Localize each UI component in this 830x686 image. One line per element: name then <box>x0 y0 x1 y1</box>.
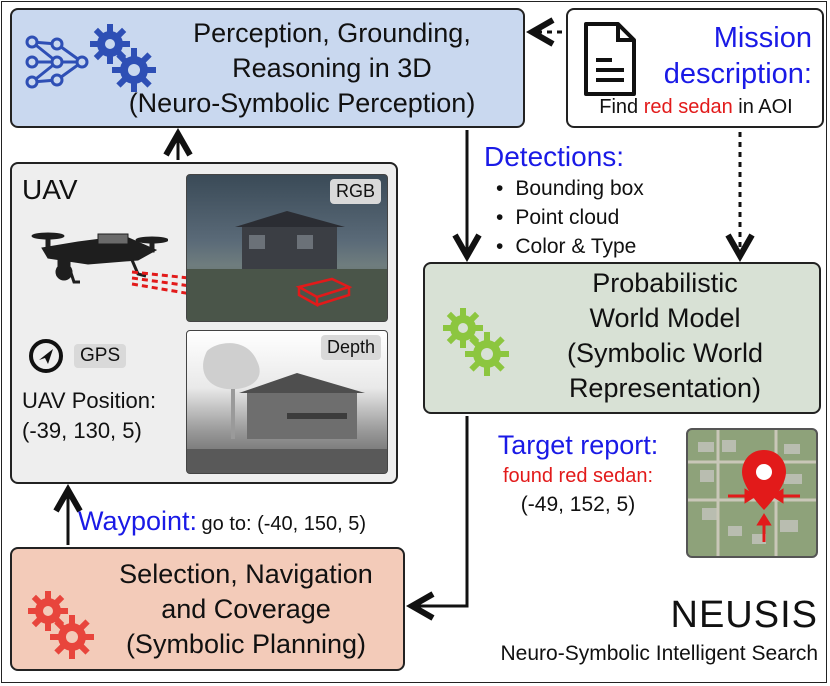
rgb-image: RGB <box>186 174 388 322</box>
target-coords: (-49, 152, 5) <box>520 493 636 516</box>
uav-box: UAV RGB <box>10 162 398 484</box>
planning-line2: and Coverage <box>161 594 331 624</box>
detections-block: Detections: Bounding box Point cloud Col… <box>484 140 644 261</box>
arrow-world-to-planning <box>412 416 469 606</box>
rgb-tag: RGB <box>329 179 381 204</box>
drone-icon <box>31 232 168 284</box>
target-found-text: found red sedan: <box>502 465 654 487</box>
world-model-line1: Probabilistic <box>592 268 738 298</box>
waypoint-text: go to: (-40, 150, 5) <box>201 513 367 535</box>
depth-image: Depth <box>186 330 388 474</box>
detection-item: Point cloud <box>496 203 644 232</box>
gears-icon <box>443 308 509 376</box>
gps-label: GPS <box>74 344 127 368</box>
uav-title: UAV <box>22 174 78 205</box>
mission-target-highlight: red sedan <box>643 96 733 118</box>
gears-icon <box>28 591 94 659</box>
world-model-line3: (Symbolic World <box>566 338 764 368</box>
gears-icon <box>90 24 156 92</box>
detections-title: Detections: <box>484 141 625 172</box>
document-icon <box>584 22 636 96</box>
aerial-map <box>686 428 818 558</box>
gps-icon <box>29 339 63 373</box>
mission-box: Mission description: Find red sedan in A… <box>566 8 824 128</box>
waypoint-label: Waypoint: <box>78 506 198 536</box>
brand-subtitle: Neuro-Symbolic Intelligent Search <box>500 642 818 665</box>
world-model-line4: Representation) <box>568 373 762 403</box>
perception-box: Perception, Grounding, Reasoning in 3D (… <box>10 8 525 128</box>
perception-title-line1: Perception, Grounding, <box>193 18 471 48</box>
depth-tag: Depth <box>320 335 381 360</box>
planning-line3: (Symbolic Planning) <box>125 629 367 659</box>
detection-item: Color & Type <box>496 232 644 261</box>
brand-name: NEUSIS <box>670 594 818 636</box>
perception-title-line2: Reasoning in 3D <box>232 53 432 83</box>
target-report-title: Target report: <box>497 430 659 460</box>
target-report: Target report: found red sedan: (-49, 15… <box>478 428 678 520</box>
mission-title-line2: description: <box>663 58 812 90</box>
perception-subtitle: (Neuro-Symbolic Perception) <box>128 88 476 118</box>
world-model-line2: World Model <box>589 303 741 333</box>
uav-position-label: UAV Position: <box>22 388 157 413</box>
neural-network-icon <box>25 35 89 89</box>
world-model-box: Probabilistic World Model (Symbolic Worl… <box>423 262 821 414</box>
mission-title-line1: Mission <box>713 22 812 54</box>
mission-text: Find red sedan in AOI <box>599 96 793 118</box>
planning-line1: Selection, Navigation <box>119 559 373 589</box>
planning-box: Selection, Navigation and Coverage (Symb… <box>10 547 405 671</box>
uav-position-value: (-39, 130, 5) <box>22 418 142 443</box>
detection-item: Bounding box <box>496 174 643 203</box>
waypoint-annotation: Waypoint: go to: (-40, 150, 5) <box>78 506 366 537</box>
